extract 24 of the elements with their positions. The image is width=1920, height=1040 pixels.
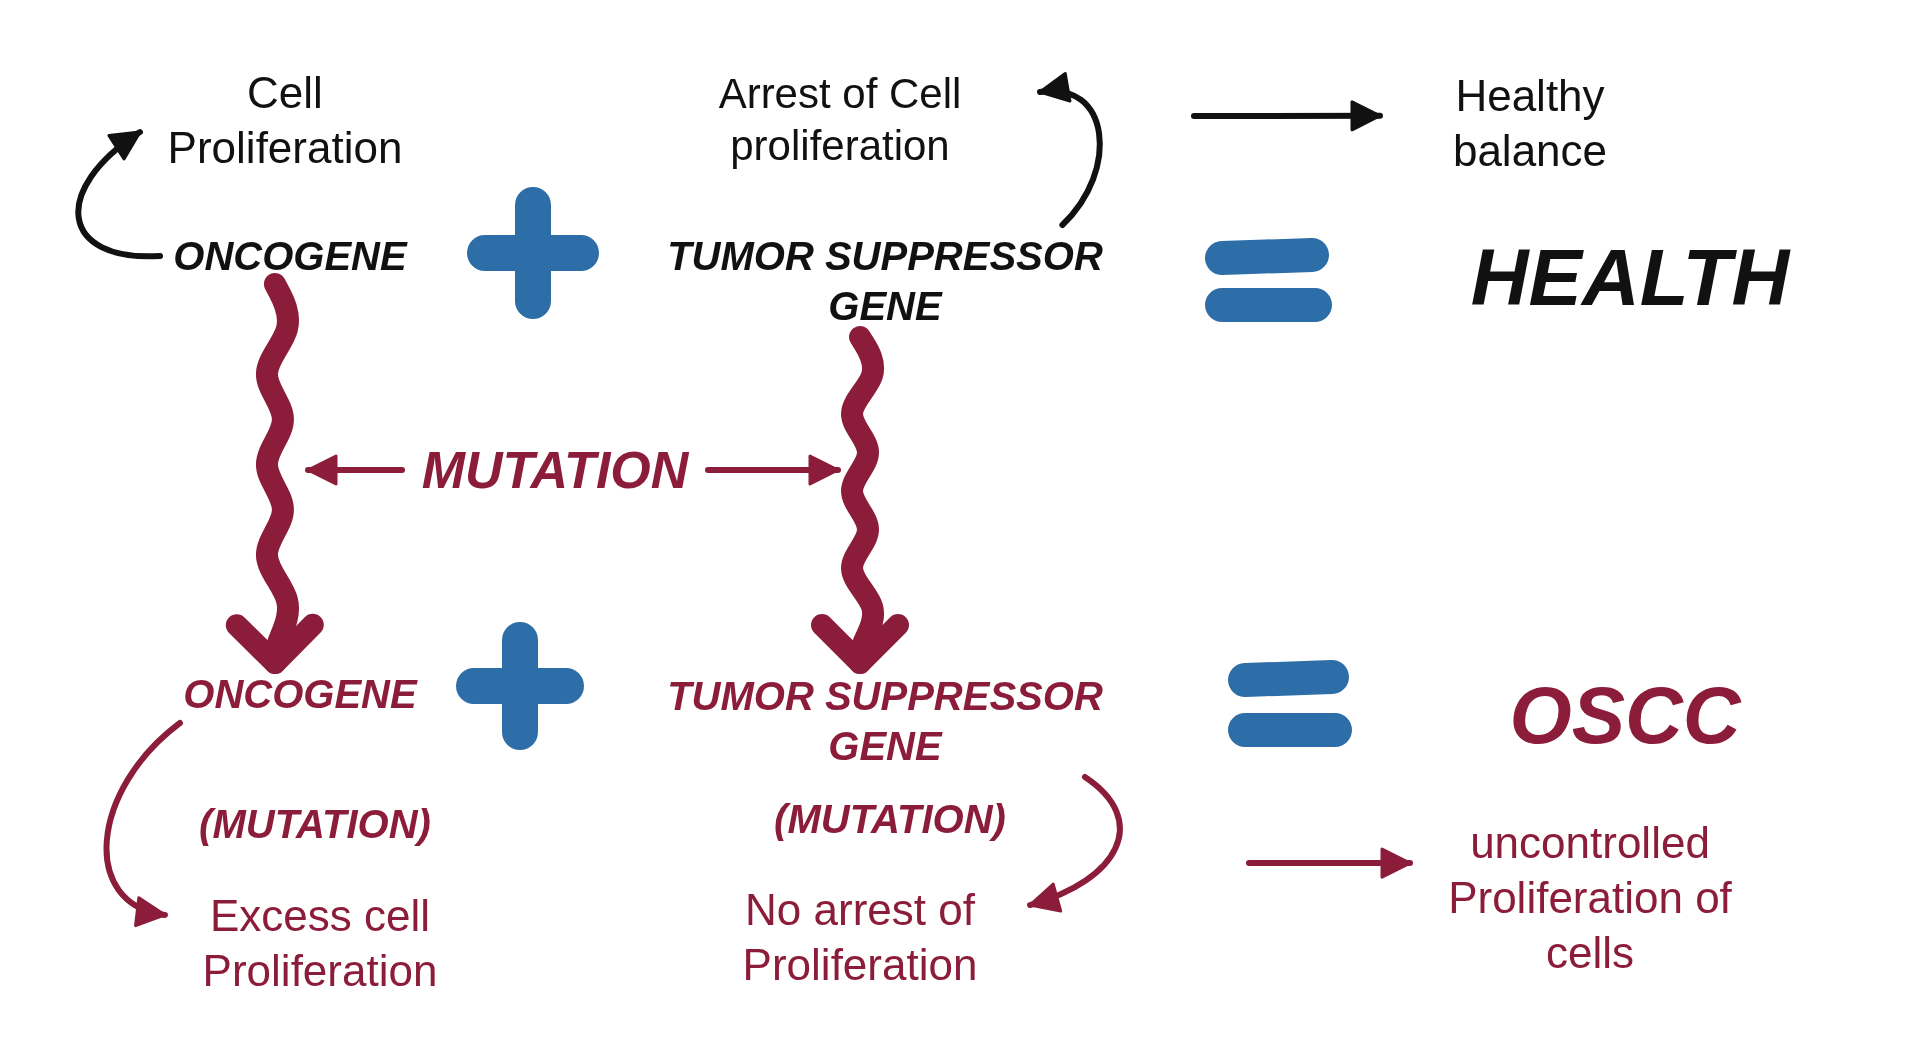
arrow <box>1246 847 1413 879</box>
curved-arrow <box>75 129 163 259</box>
wavy-arrow <box>225 273 324 674</box>
wavy-arrow <box>811 326 909 674</box>
arrow <box>305 454 405 486</box>
note-text: Arrest of Cell proliferation <box>717 68 963 171</box>
note-text: Excess cell Proliferation <box>201 889 439 997</box>
curved-arrow <box>1037 74 1103 228</box>
note-text: uncontrolled Proliferation of cells <box>1447 817 1733 979</box>
note-text: Cell Proliferation <box>166 67 404 174</box>
heading-text: HEALTH <box>1469 232 1792 324</box>
heading-text: MUTATION <box>420 439 690 501</box>
heading-text: ONCOGENE <box>182 671 419 718</box>
arrow <box>1191 100 1383 132</box>
annotation-text: (MUTATION) <box>773 796 1007 843</box>
heading-text: ONCOGENE <box>172 233 409 280</box>
curved-arrow <box>1027 774 1123 912</box>
heading-text: TUMOR SUPPRESSOR GENE <box>666 673 1104 770</box>
annotation-text: (MUTATION) <box>198 801 432 848</box>
note-text: No arrest of Proliferation <box>741 884 979 991</box>
heading-text: OSCC <box>1508 669 1743 762</box>
note-text: Healthy balance <box>1451 69 1609 177</box>
heading-text: TUMOR SUPPRESSOR GENE <box>666 233 1104 330</box>
arrow <box>705 454 841 486</box>
